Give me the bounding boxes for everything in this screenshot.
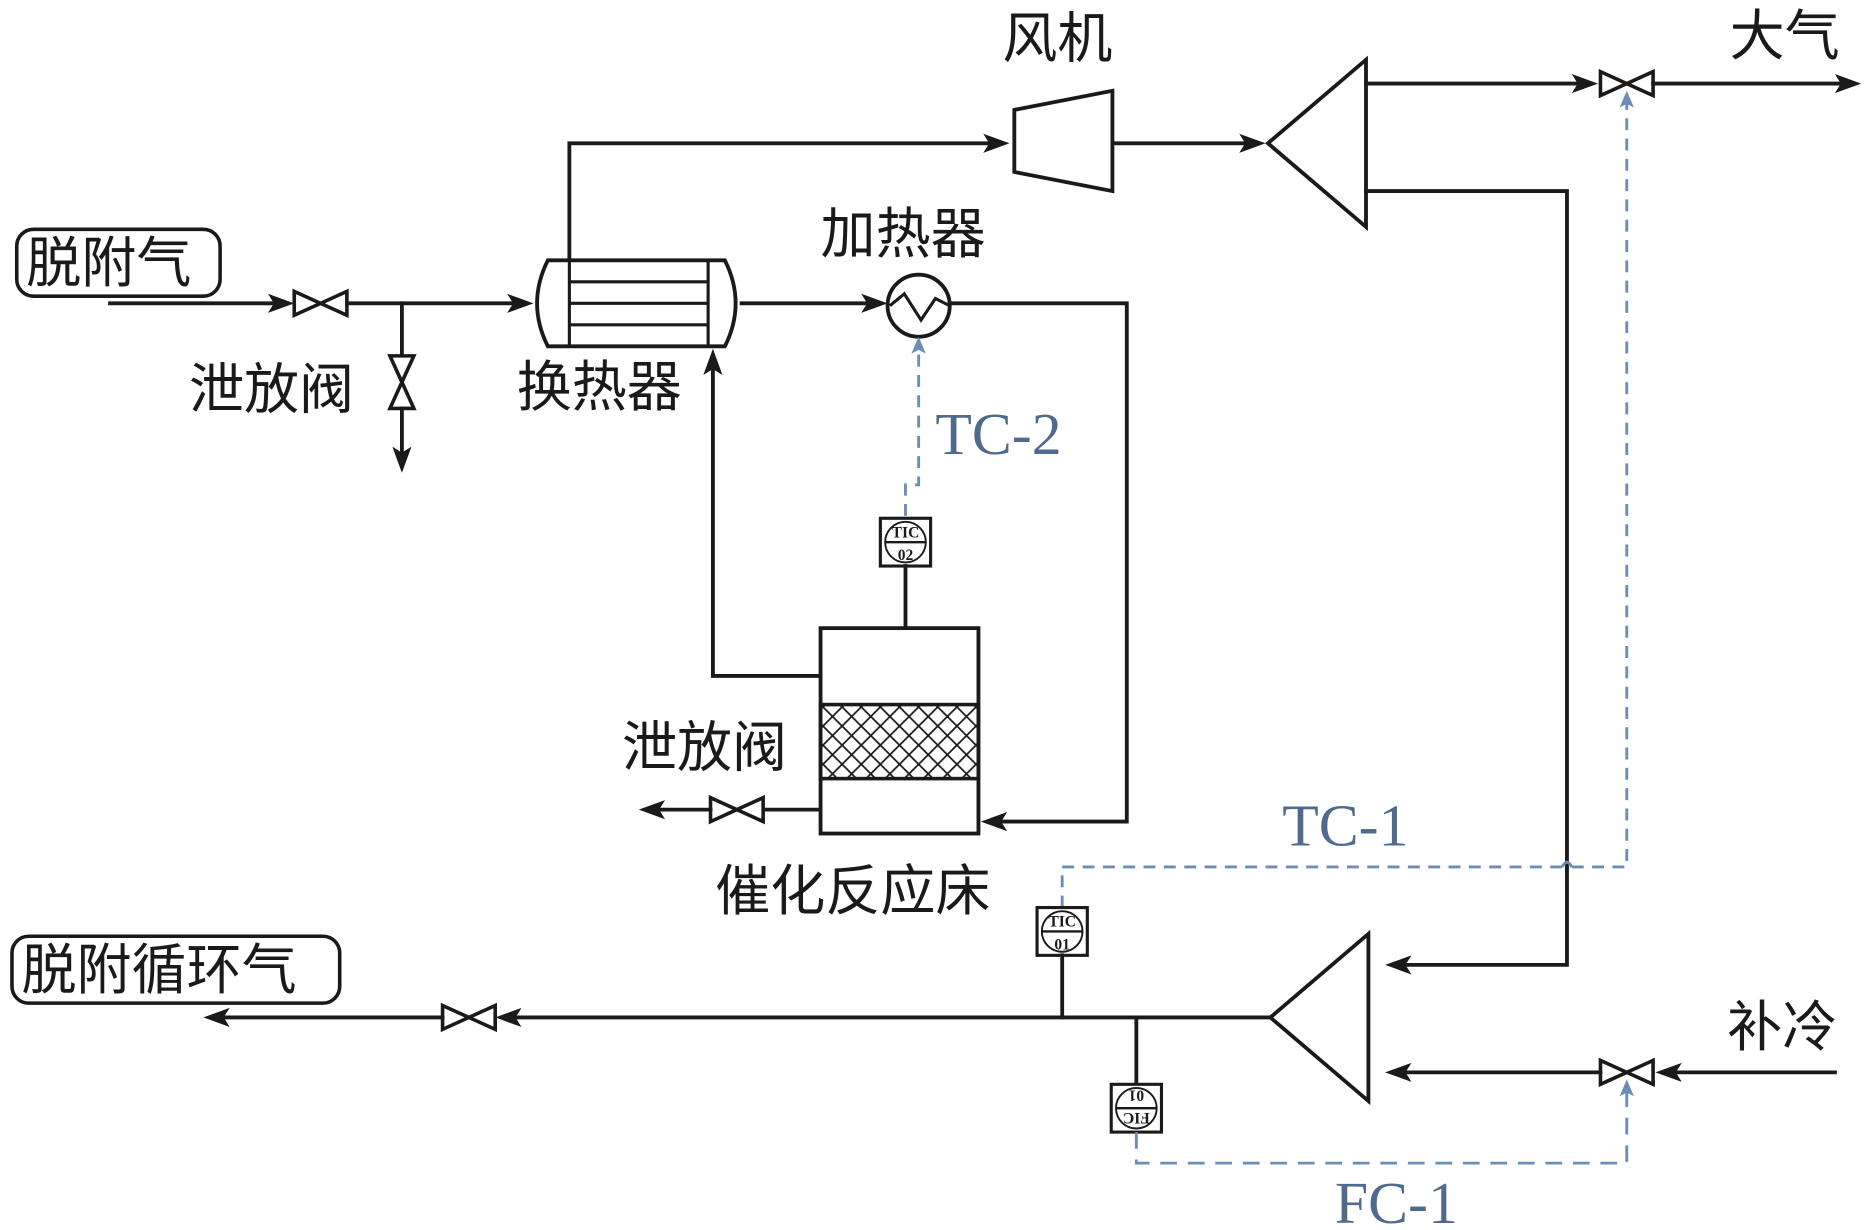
flow-arrow-icon: [1385, 955, 1412, 975]
bed-to-exchanger-pipe: [710, 361, 823, 678]
desorption-gas-text: 脱附气: [26, 231, 191, 295]
valve-half: [732, 794, 765, 825]
flow-arrow-icon: [507, 293, 534, 313]
signal-arrow-icon: [911, 336, 926, 354]
mixer-body: [1267, 929, 1371, 1106]
flow-arrow-icon: [1655, 1062, 1682, 1082]
recycle-pipe: [1364, 189, 1569, 967]
exchanger-to-fan-pipe: [567, 141, 998, 263]
desorption-recycle-gas-label: 脱附循环气: [10, 934, 342, 1005]
relief-valve-2-label: 泄放阀: [622, 716, 787, 780]
tic-02-instrument[interactable]: TIC 02: [878, 516, 933, 568]
fc1-loop-label: FC-1: [1335, 1170, 1458, 1230]
flow-arrow-icon: [983, 133, 1010, 153]
recycle-outlet-valve[interactable]: [440, 1002, 498, 1033]
fic-01-instrument[interactable]: FIC 01: [1109, 1082, 1164, 1134]
heater-to-bed-pipe: [947, 301, 1129, 824]
relief-valve-2[interactable]: [708, 794, 765, 825]
make-up-cooling-label: 补冷: [1727, 995, 1837, 1059]
heater-label: 加热器: [821, 202, 986, 266]
upper-splitter[interactable]: [1264, 55, 1368, 232]
flow-arrow-icon: [1834, 74, 1862, 94]
valve-half: [292, 288, 325, 319]
inlet-valve[interactable]: [292, 288, 349, 319]
signal-arrow-icon: [1619, 1079, 1634, 1097]
catalyst-packing: [818, 702, 981, 781]
signal-arrow-icon: [1619, 90, 1634, 108]
tc1-loop-label: TC-1: [1282, 793, 1408, 859]
flow-arrow-icon: [392, 446, 412, 473]
heater-body: [885, 272, 952, 339]
desorption-gas-inlet-label: 脱附气: [14, 227, 222, 298]
flow-arrow-icon: [638, 800, 666, 820]
tc1-signal-line-upper: [1571, 100, 1629, 869]
fan-label: 风机: [1002, 6, 1112, 70]
valve-half: [316, 288, 349, 319]
make-up-cooling-control-valve[interactable]: [1598, 1057, 1655, 1088]
catalytic-reaction-bed[interactable]: [818, 626, 981, 836]
tc2-signal-line: [904, 346, 921, 516]
label-box: [14, 227, 222, 298]
fan-body: [1012, 88, 1115, 194]
valve-half: [1622, 1057, 1655, 1088]
valve-half: [1598, 68, 1632, 99]
flow-arrow-icon: [980, 812, 1008, 832]
valve-half: [1622, 68, 1655, 99]
flow-arrow-icon: [203, 1007, 230, 1027]
relief-valve-1[interactable]: [387, 354, 417, 411]
valve-half: [387, 377, 417, 411]
tc1-signal-crossover: [1560, 860, 1574, 868]
label-box: [10, 934, 342, 1005]
valve-half: [464, 1002, 498, 1033]
desorption-recycle-gas-text: 脱附循环气: [22, 938, 297, 1002]
fan[interactable]: [1012, 88, 1115, 194]
flow-arrow-icon: [1239, 133, 1266, 153]
tc1-signal-line: [1060, 865, 1563, 908]
flow-arrow-icon: [267, 293, 295, 313]
tc2-loop-label: TC-2: [935, 401, 1061, 467]
fic-01-number: 01: [1129, 1086, 1145, 1103]
tic-01-instrument[interactable]: TIC 01: [1035, 906, 1089, 957]
tic-02-tag: TIC: [892, 524, 920, 541]
fc1-signal-line: [1134, 1089, 1629, 1165]
heat-exchanger[interactable]: [535, 258, 738, 349]
tic-01-number: 01: [1054, 936, 1070, 953]
lower-mixer[interactable]: [1267, 929, 1371, 1106]
splitter-body: [1264, 55, 1368, 232]
flow-arrow-icon: [703, 348, 723, 375]
heat-exchanger-label: 换热器: [517, 355, 682, 419]
catalytic-bed-label: 催化反应床: [715, 859, 990, 923]
heater[interactable]: [885, 272, 952, 339]
flow-arrow-icon: [495, 1007, 522, 1027]
fic-01-tag: FIC: [1123, 1109, 1150, 1126]
valve-half: [387, 354, 417, 387]
tic-01-tag: TIC: [1048, 914, 1076, 931]
heater-coil-icon: [888, 291, 951, 323]
relief-valve-1-label: 泄放阀: [189, 357, 354, 421]
flow-arrow-icon: [1571, 74, 1599, 94]
flow-arrow-icon: [1385, 1062, 1412, 1082]
atmosphere-label: 大气: [1730, 4, 1840, 68]
tic-02-number: 02: [898, 547, 914, 564]
flow-arrow-icon: [861, 293, 888, 313]
